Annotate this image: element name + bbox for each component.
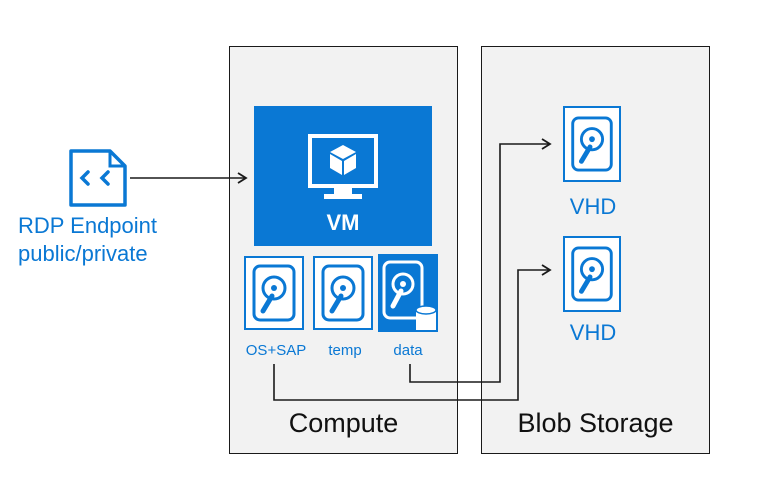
rdp-label-line1: RDP Endpoint bbox=[18, 213, 158, 238]
hard-disk-icon bbox=[571, 246, 613, 302]
temp-caption: temp bbox=[328, 342, 362, 359]
rdp-endpoint-icon bbox=[69, 149, 127, 207]
temp-disk bbox=[313, 256, 373, 330]
os-to-vhd-bottom-arrow bbox=[273, 264, 552, 401]
os-sap-caption: OS+SAP bbox=[245, 342, 307, 359]
rdp-endpoint-label: RDP Endpoint public/private bbox=[18, 212, 157, 268]
hard-disk-icon bbox=[571, 116, 613, 172]
vhd-disk-bottom bbox=[563, 236, 621, 312]
data-caption: data bbox=[393, 342, 423, 359]
compute-label: Compute bbox=[288, 408, 399, 438]
vhd-label-top: VHD bbox=[569, 194, 617, 219]
data-to-vhd-top-arrow bbox=[409, 138, 552, 383]
cube-icon bbox=[330, 145, 356, 175]
hard-disk-icon bbox=[252, 264, 296, 322]
monitor-icon bbox=[308, 134, 378, 199]
hard-disk-icon bbox=[382, 260, 437, 330]
vm-box: VM bbox=[254, 106, 432, 246]
rdp-label-line2: public/private bbox=[18, 241, 148, 266]
vhd-disk-top bbox=[563, 106, 621, 182]
vhd-label-bottom: VHD bbox=[569, 320, 617, 345]
blob-storage-label: Blob Storage bbox=[517, 408, 674, 438]
data-disk bbox=[378, 254, 438, 332]
os-disk bbox=[244, 256, 304, 330]
vm-label: VM bbox=[326, 210, 360, 235]
hard-disk-icon bbox=[321, 264, 365, 322]
database-icon bbox=[415, 305, 437, 330]
